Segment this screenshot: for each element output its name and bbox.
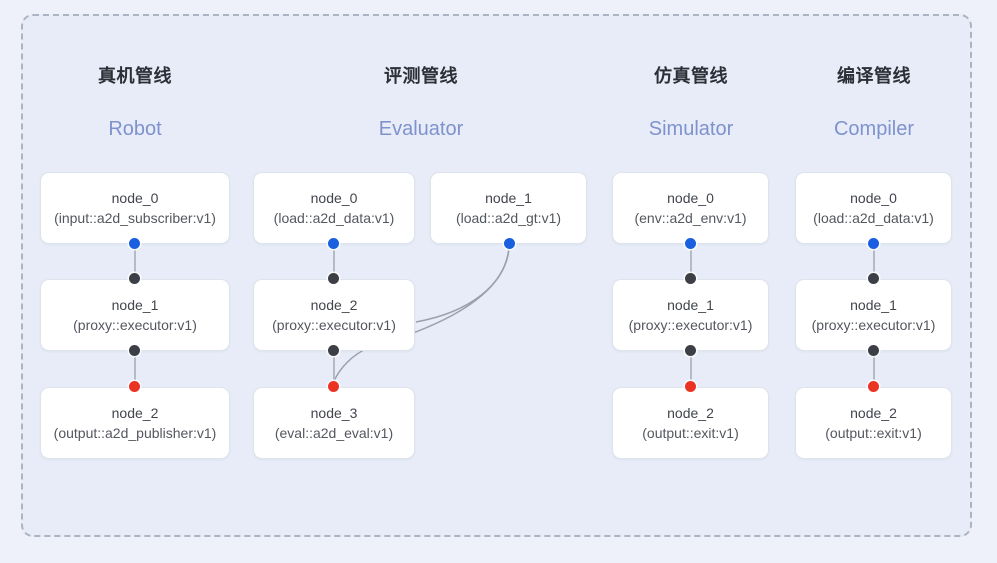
port-output-comp-0[interactable] (868, 238, 879, 249)
port-output-comp-1[interactable] (868, 345, 879, 356)
node-sim-0[interactable]: node_0 (env::a2d_env:v1) (612, 172, 769, 244)
link-comp-1-2 (873, 350, 875, 387)
node-subtitle: (input::a2d_subscriber:v1) (54, 209, 216, 226)
node-subtitle: (output::a2d_publisher:v1) (53, 424, 217, 441)
node-subtitle: (load::a2d_data:v1) (273, 209, 395, 226)
port-output-eval-2[interactable] (328, 345, 339, 356)
node-comp-1[interactable]: node_1 (proxy::executor:v1) (795, 279, 952, 351)
node-title: node_1 (111, 296, 159, 313)
node-eval-0[interactable]: node_0 (load::a2d_data:v1) (253, 172, 415, 244)
port-input-robot-1[interactable] (129, 273, 140, 284)
node-subtitle: (output::exit:v1) (825, 424, 922, 441)
port-input-sim-1[interactable] (685, 273, 696, 284)
port-input-robot-2[interactable] (129, 381, 140, 392)
node-robot-0[interactable]: node_0 (input::a2d_subscriber:v1) (40, 172, 230, 244)
node-title: node_0 (850, 189, 897, 206)
node-subtitle: (proxy::executor:v1) (272, 316, 396, 333)
node-subtitle: (load::a2d_data:v1) (813, 209, 934, 226)
port-output-robot-0[interactable] (129, 238, 140, 249)
node-subtitle: (proxy::executor:v1) (73, 316, 197, 333)
link-comp-0-1 (873, 243, 875, 279)
port-output-eval-0[interactable] (328, 238, 339, 249)
node-title: node_1 (485, 189, 532, 206)
port-input-eval-2[interactable] (328, 273, 339, 284)
node-robot-1[interactable]: node_1 (proxy::executor:v1) (40, 279, 230, 351)
node-subtitle: (proxy::executor:v1) (628, 316, 753, 333)
node-title: node_3 (310, 404, 358, 421)
node-eval-2[interactable]: node_2 (proxy::executor:v1) (253, 279, 415, 351)
node-subtitle: (proxy::executor:v1) (811, 316, 936, 333)
port-output-eval-1-gt[interactable] (504, 238, 515, 249)
port-input-comp-2[interactable] (868, 381, 879, 392)
link-robot-0-1 (134, 243, 136, 279)
node-title: node_1 (667, 296, 714, 313)
port-input-comp-1[interactable] (868, 273, 879, 284)
node-subtitle: (env::a2d_env:v1) (634, 209, 747, 226)
node-title: node_0 (310, 189, 358, 206)
port-output-sim-0[interactable] (685, 238, 696, 249)
node-subtitle: (output::exit:v1) (642, 424, 739, 441)
port-output-sim-1[interactable] (685, 345, 696, 356)
node-sim-1[interactable]: node_1 (proxy::executor:v1) (612, 279, 769, 351)
node-title: node_2 (111, 404, 159, 421)
node-title: node_0 (667, 189, 714, 206)
link-robot-1-2 (134, 350, 136, 387)
node-eval-3[interactable]: node_3 (eval::a2d_eval:v1) (253, 387, 415, 459)
node-sim-2[interactable]: node_2 (output::exit:v1) (612, 387, 769, 459)
node-eval-1-gt[interactable]: node_1 (load::a2d_gt:v1) (430, 172, 587, 244)
link-sim-1-2 (690, 350, 692, 387)
node-robot-2[interactable]: node_2 (output::a2d_publisher:v1) (40, 387, 230, 459)
node-title: node_1 (850, 296, 897, 313)
node-subtitle: (eval::a2d_eval:v1) (274, 424, 394, 441)
link-sim-0-1 (690, 243, 692, 279)
node-title: node_2 (310, 296, 358, 313)
node-subtitle: (load::a2d_gt:v1) (455, 209, 562, 226)
node-title: node_2 (850, 404, 897, 421)
node-comp-0[interactable]: node_0 (load::a2d_data:v1) (795, 172, 952, 244)
port-input-eval-3[interactable] (328, 381, 339, 392)
node-comp-2[interactable]: node_2 (output::exit:v1) (795, 387, 952, 459)
port-input-sim-2[interactable] (685, 381, 696, 392)
node-title: node_0 (111, 189, 159, 206)
port-output-robot-1[interactable] (129, 345, 140, 356)
node-title: node_2 (667, 404, 714, 421)
